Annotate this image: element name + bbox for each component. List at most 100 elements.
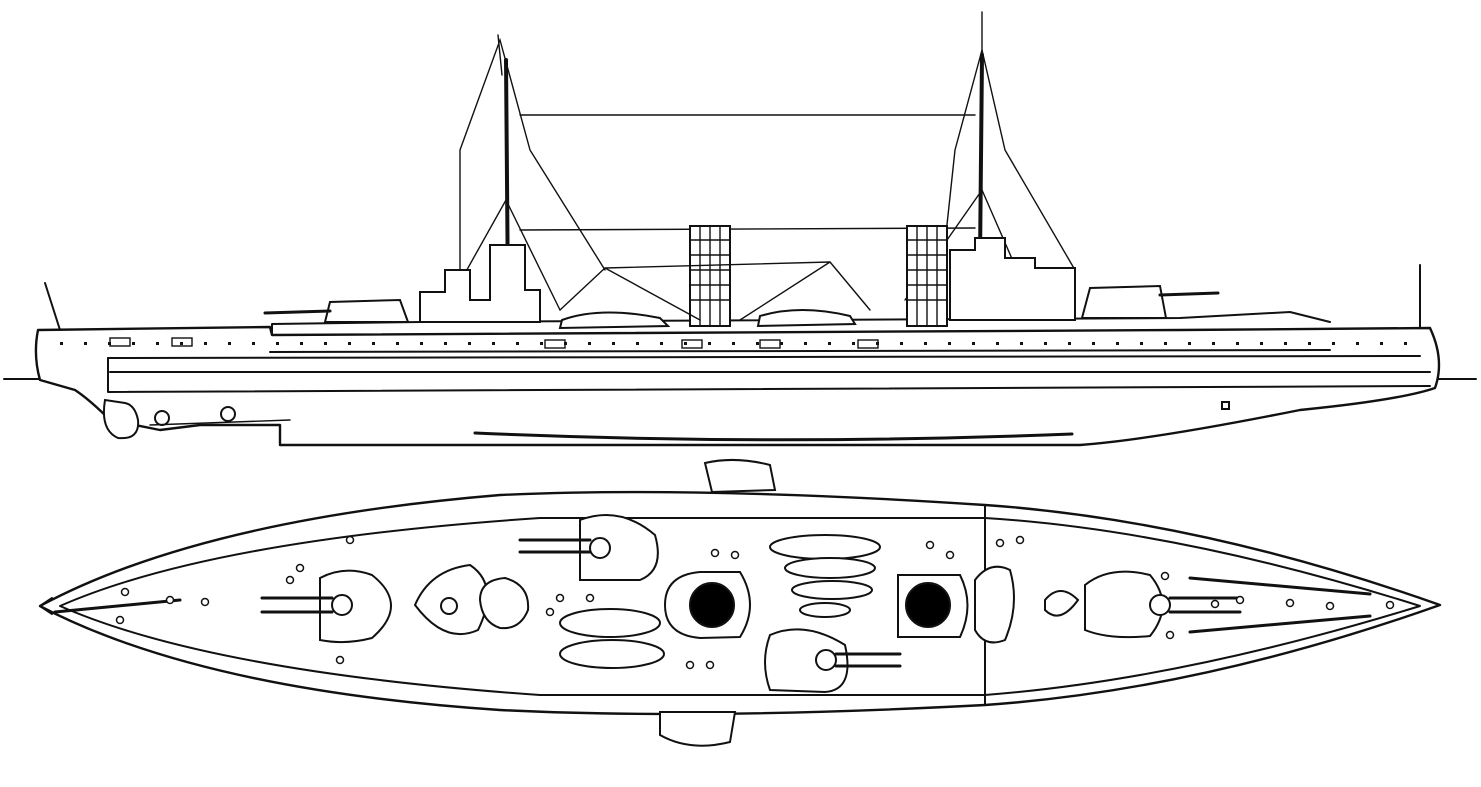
deck-fitting (285, 575, 295, 585)
armor-belt-lower (107, 357, 1431, 393)
deck-fitting (1015, 535, 1025, 545)
deck-fitting (545, 607, 555, 617)
porthole (348, 342, 351, 345)
porthole (1212, 342, 1215, 345)
deck-fitting (705, 660, 715, 670)
deck-fitting (345, 535, 355, 545)
porthole (804, 342, 807, 345)
porthole (900, 342, 903, 345)
profile-view (3, 11, 1477, 447)
porthole (1332, 342, 1335, 345)
porthole (660, 342, 663, 345)
fire-control (440, 597, 458, 615)
porthole (1356, 342, 1359, 345)
porthole (420, 342, 423, 345)
deck-fittings (115, 535, 1395, 670)
porthole (1068, 342, 1071, 345)
turret-d (1084, 570, 1242, 639)
porthole (108, 342, 111, 345)
plan-view (38, 458, 1442, 747)
porthole (228, 342, 231, 345)
deck-fitting (1385, 600, 1395, 610)
porthole (1164, 342, 1167, 345)
deck-fitting (730, 550, 740, 560)
deck-fitting (115, 615, 125, 625)
porthole (588, 342, 591, 345)
porthole (564, 342, 567, 345)
porthole (60, 342, 63, 345)
porthole (1092, 342, 1095, 345)
porthole (780, 342, 783, 345)
porthole (636, 342, 639, 345)
turret-a-guns (263, 309, 332, 315)
aft-superstructure (949, 237, 1076, 321)
rudder (102, 398, 140, 440)
deck-fitting (200, 597, 210, 607)
porthole (540, 342, 543, 345)
deck-fitting (1160, 571, 1170, 581)
deck-fitting (1210, 599, 1220, 609)
porthole (516, 342, 519, 345)
searchlight-platform (1044, 590, 1080, 617)
deck-fitting (585, 593, 595, 603)
deck-fitting (555, 593, 565, 603)
sheer-line (269, 349, 1331, 353)
forward-funnel (689, 225, 731, 327)
porthole (1380, 342, 1383, 345)
bow-deck-line (53, 598, 182, 614)
boats (558, 311, 671, 330)
porthole (180, 342, 183, 345)
deck-fitting (1325, 601, 1335, 611)
aft-funnel (906, 225, 948, 327)
porthole (444, 342, 447, 345)
porthole (204, 342, 207, 345)
deck-fitting (945, 550, 955, 560)
deck-fitting (1235, 595, 1245, 605)
porthole (1116, 342, 1119, 345)
porthole (708, 342, 711, 345)
porthole (252, 342, 255, 345)
porthole (1260, 342, 1263, 345)
bow-tip (39, 597, 53, 615)
porthole (1404, 342, 1407, 345)
aerial-wire (519, 227, 976, 231)
porthole (612, 342, 615, 345)
fore-rigging (449, 37, 606, 311)
deck-fitting (995, 538, 1005, 548)
porthole (924, 342, 927, 345)
aft-deck-line (1188, 576, 1372, 596)
porthole (372, 342, 375, 345)
turret-x-side (1080, 284, 1168, 319)
porthole (1236, 342, 1239, 345)
ship-boats (559, 534, 881, 669)
propeller (220, 406, 236, 422)
bilge-keel (473, 431, 1074, 442)
deck-fitting (685, 660, 695, 670)
aft-deck-line (1188, 614, 1372, 634)
porthole (1140, 342, 1143, 345)
deck-fitting (295, 563, 305, 573)
turret-c (764, 628, 902, 694)
porthole (972, 342, 975, 345)
propeller-shaft (149, 419, 291, 426)
aft-bridge-plan (974, 565, 1015, 644)
porthole (468, 342, 471, 345)
portholes (60, 342, 1407, 345)
turret-a-side (323, 298, 410, 323)
boat-crane (559, 261, 871, 321)
porthole (684, 342, 687, 345)
hull-opening (1221, 401, 1230, 410)
porthole (1188, 342, 1191, 345)
porthole (732, 342, 735, 345)
porthole (1308, 342, 1311, 345)
turret-x-guns (1158, 291, 1220, 297)
deck-fitting (165, 595, 175, 605)
porthole (276, 342, 279, 345)
deck-fitting (335, 655, 345, 665)
aft-funnel-plan (897, 574, 969, 638)
porthole (396, 342, 399, 345)
porthole (828, 342, 831, 345)
armor-belt (107, 355, 1421, 359)
